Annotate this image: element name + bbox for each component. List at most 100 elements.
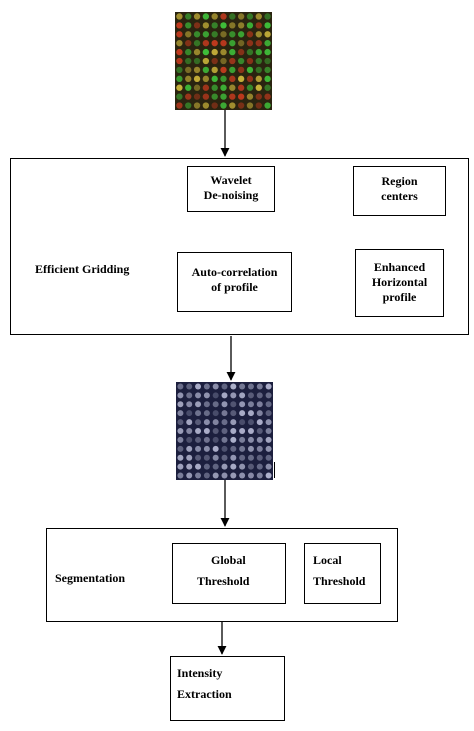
- array-spot: [202, 84, 210, 91]
- array-spot: [186, 436, 193, 443]
- array-spot: [246, 13, 254, 20]
- array-spot: [211, 66, 218, 74]
- array-spot: [202, 57, 210, 65]
- array-spot: [237, 22, 245, 29]
- array-spot: [265, 410, 272, 417]
- array-spot: [239, 436, 246, 443]
- array-spot: [247, 472, 254, 479]
- array-spot: [186, 428, 193, 434]
- array-spot: [255, 40, 262, 47]
- array-spot: [255, 75, 262, 82]
- array-spot: [247, 419, 254, 426]
- array-spot: [202, 22, 210, 29]
- array-spot: [247, 383, 254, 390]
- array-spot: [256, 419, 263, 426]
- array-spot: [229, 57, 236, 65]
- array-spot: [203, 445, 210, 452]
- array-spot: [247, 410, 254, 417]
- array-spot: [212, 463, 219, 470]
- array-spot: [220, 93, 227, 100]
- array-spot: [185, 66, 192, 74]
- array-spot: [203, 454, 210, 461]
- array-spot: [211, 22, 218, 29]
- array-spot: [237, 48, 245, 56]
- array-spot: [186, 419, 193, 426]
- array-spot: [221, 454, 228, 461]
- array-spot: [186, 472, 193, 479]
- array-spot: [211, 31, 218, 38]
- array-spot: [177, 401, 184, 408]
- array-spot: [176, 13, 183, 20]
- enhanced-line-1: Enhanced: [373, 260, 426, 274]
- array-spot: [193, 48, 201, 56]
- array-spot: [265, 445, 272, 452]
- array-spot: [193, 84, 201, 91]
- array-spot: [193, 13, 201, 20]
- array-spot: [221, 383, 228, 390]
- array-spot: [255, 57, 262, 65]
- array-spot: [246, 31, 254, 38]
- array-spot: [220, 84, 227, 91]
- array-spot: [176, 93, 183, 100]
- array-spot: [195, 436, 202, 443]
- array-spot: [246, 84, 254, 91]
- array-spot: [239, 445, 246, 452]
- local-threshold-box: Local Threshold: [304, 543, 381, 604]
- array-spot: [177, 436, 184, 443]
- array-spot: [220, 31, 227, 38]
- autocorrelation-box: Auto-correlation of profile: [177, 252, 292, 312]
- array-spot: [255, 48, 262, 56]
- array-spot: [247, 392, 254, 399]
- array-spot: [237, 13, 245, 20]
- array-spot: [211, 48, 218, 56]
- array-spot: [186, 383, 193, 390]
- array-spot: [256, 392, 263, 399]
- array-spot: [212, 410, 219, 417]
- array-spot: [229, 75, 236, 82]
- array-spot: [237, 31, 245, 38]
- array-spot: [247, 454, 254, 461]
- array-spot: [229, 66, 236, 74]
- enhanced-line-3: profile: [382, 290, 417, 304]
- array-spot: [265, 383, 272, 390]
- array-spot: [255, 31, 262, 38]
- array-spot: [202, 40, 210, 47]
- array-spot: [230, 419, 237, 426]
- array-spot: [220, 66, 227, 74]
- array-spot: [176, 66, 183, 74]
- array-spot: [195, 401, 202, 408]
- array-spot: [193, 102, 201, 109]
- array-spot: [211, 57, 218, 65]
- array-spot: [212, 392, 219, 399]
- array-spot: [186, 454, 193, 461]
- array-spot: [185, 102, 192, 109]
- array-spot: [193, 57, 201, 65]
- array-spot: [203, 410, 210, 417]
- array-spot: [239, 472, 246, 479]
- array-spot: [256, 428, 263, 434]
- array-spot: [256, 383, 263, 390]
- array-spot: [212, 383, 219, 390]
- array-spot: [255, 84, 262, 91]
- array-spot: [264, 13, 271, 20]
- array-spot: [202, 13, 210, 20]
- array-spot: [177, 445, 184, 452]
- array-spot: [256, 454, 263, 461]
- array-spot: [230, 436, 237, 443]
- array-spot: [212, 419, 219, 426]
- array-spot: [220, 22, 227, 29]
- array-spot: [185, 93, 192, 100]
- autocorr-line-2: of profile: [211, 280, 258, 294]
- array-spot: [255, 93, 262, 100]
- array-spot: [193, 66, 201, 74]
- array-spot: [246, 93, 254, 100]
- intensity-extraction-box: Intensity Extraction: [170, 656, 285, 721]
- array-spot: [220, 40, 227, 47]
- array-spot: [195, 445, 202, 452]
- array-spot: [195, 392, 202, 399]
- local-line-2: Threshold: [313, 574, 366, 588]
- array-spot: [239, 401, 246, 408]
- array-spot: [239, 454, 246, 461]
- array-spot: [177, 392, 184, 399]
- array-spot: [264, 48, 271, 56]
